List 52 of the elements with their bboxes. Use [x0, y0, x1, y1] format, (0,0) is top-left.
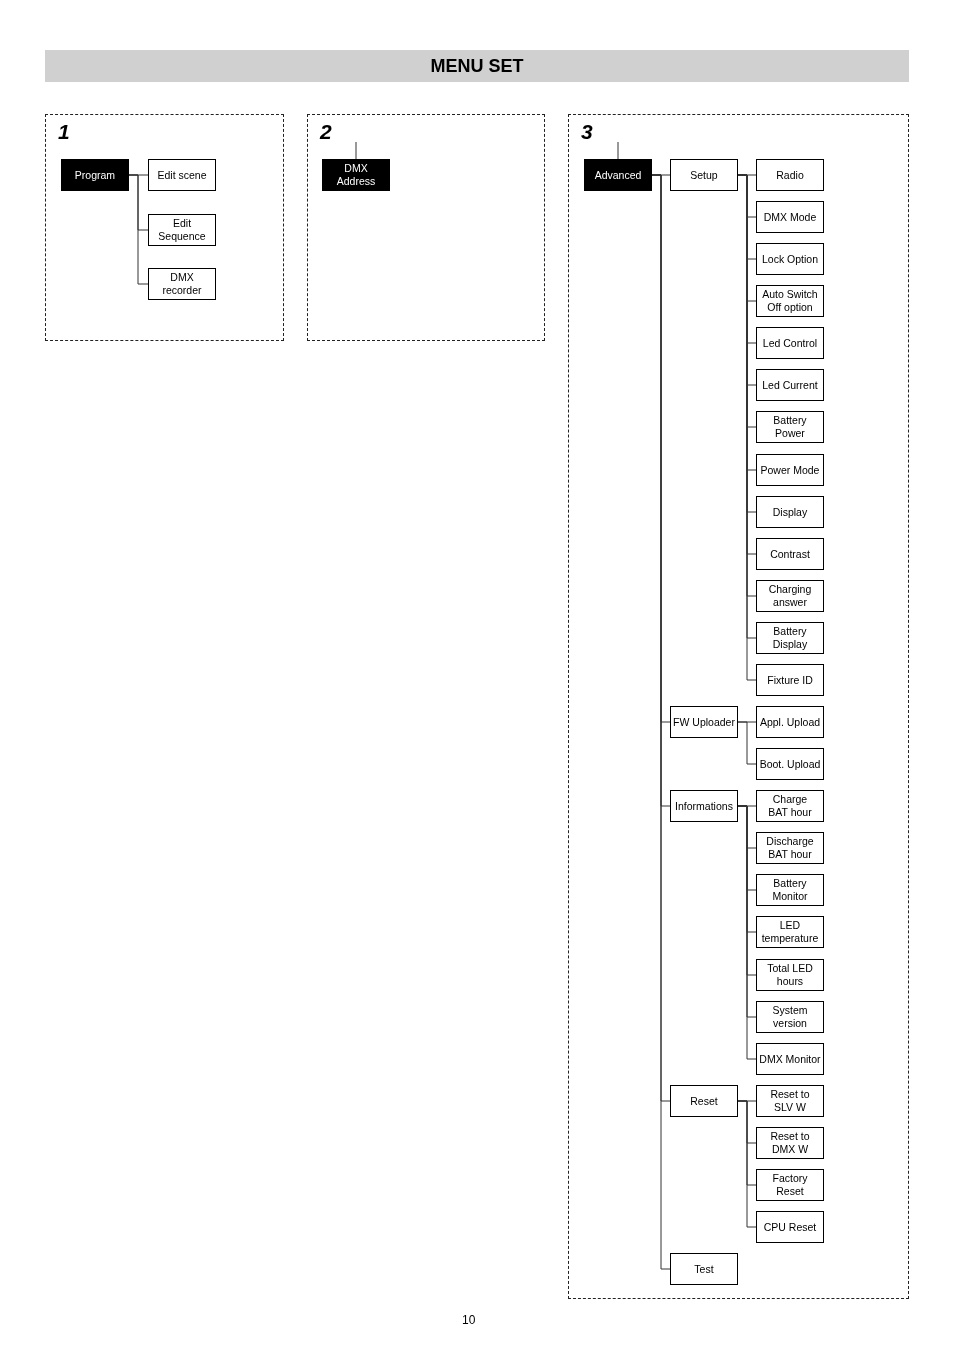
menu-item-box: DMX Mode: [756, 201, 824, 233]
menu-item-box: Charge BAT hour: [756, 790, 824, 822]
connector-line: [617, 141, 619, 160]
panel-number: 2: [320, 120, 332, 144]
page-number: 10: [462, 1313, 476, 1327]
menu-panel: [45, 114, 284, 341]
menu-item-box: Auto Switch Off option: [756, 285, 824, 317]
menu-item-box: Display: [756, 496, 824, 528]
connector-line: [737, 1100, 757, 1228]
menu-item-box: Battery Power: [756, 411, 824, 443]
menu-item-box: Discharge BAT hour: [756, 832, 824, 864]
menu-item-box: Reset to SLV W: [756, 1085, 824, 1117]
title-banner: MENU SET: [45, 50, 909, 82]
menu-item-box: Led Current: [756, 369, 824, 401]
menu-item-box: Reset: [670, 1085, 738, 1117]
menu-item-box: Battery Monitor: [756, 874, 824, 906]
connector-line: [737, 721, 757, 765]
menu-item-box: Edit scene: [148, 159, 216, 191]
connector-line: [651, 174, 671, 1270]
panel-number: 1: [58, 120, 70, 144]
menu-item-box: Power Mode: [756, 454, 824, 486]
menu-item-box: Fixture ID: [756, 664, 824, 696]
menu-item-box: CPU Reset: [756, 1211, 824, 1243]
menu-item-box: DMX recorder: [148, 268, 216, 300]
menu-item-box: System version: [756, 1001, 824, 1033]
menu-item-box: Informations: [670, 790, 738, 822]
menu-item-box: Contrast: [756, 538, 824, 570]
menu-item-box: Charging answer: [756, 580, 824, 612]
menu-item-box: Radio: [756, 159, 824, 191]
connector-line: [737, 805, 757, 1060]
menu-item-box: Edit Sequence: [148, 214, 216, 246]
menu-item-box: Reset to DMX W: [756, 1127, 824, 1159]
menu-item-box: Appl. Upload: [756, 706, 824, 738]
menu-root-box: Advanced: [584, 159, 652, 191]
menu-item-box: Setup: [670, 159, 738, 191]
menu-item-box: Factory Reset: [756, 1169, 824, 1201]
menu-item-box: LED temperature: [756, 916, 824, 948]
menu-item-box: Test: [670, 1253, 738, 1285]
menu-root-box: Program: [61, 159, 129, 191]
menu-item-box: Lock Option: [756, 243, 824, 275]
menu-item-box: FW Uploader: [670, 706, 738, 738]
menu-panel: [307, 114, 545, 341]
menu-item-box: Led Control: [756, 327, 824, 359]
menu-panel: [568, 114, 909, 1299]
menu-item-box: DMX Monitor: [756, 1043, 824, 1075]
menu-root-box: DMX Address: [322, 159, 390, 191]
menu-item-box: Boot. Upload: [756, 748, 824, 780]
connector-line: [128, 174, 149, 285]
menu-item-box: Battery Display: [756, 622, 824, 654]
menu-item-box: Total LED hours: [756, 959, 824, 991]
panel-number: 3: [581, 120, 593, 144]
connector-line: [355, 141, 357, 160]
